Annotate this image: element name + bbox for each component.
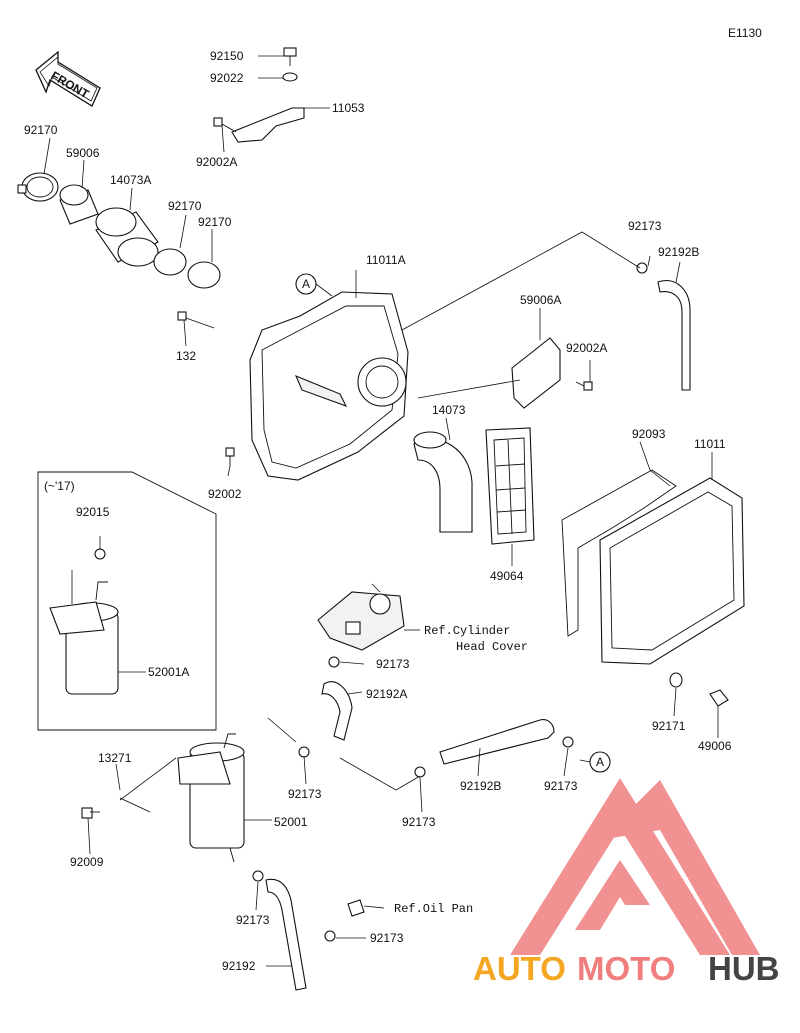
label-11053: 11053: [332, 101, 365, 115]
housing-cover-11011: [599, 477, 745, 665]
bolt-132: [177, 311, 215, 329]
washer-92022: [282, 72, 298, 82]
sleeve-59006: [59, 184, 99, 225]
label-92170-b: 92170: [168, 199, 202, 213]
label-92192B-top: 92192B: [658, 245, 699, 259]
label-59006: 59006: [66, 146, 100, 160]
clamp-92173-br: [324, 930, 336, 942]
bolt-92002A-right: [575, 381, 593, 391]
duct-14073A: [95, 207, 159, 267]
cylinder-head-cover-ref: [317, 591, 405, 651]
inset-box: [37, 471, 217, 731]
hose-92192B-low: [439, 719, 555, 765]
label-92002A-right: 92002A: [566, 341, 607, 355]
label-92173-r: 92173: [544, 779, 578, 793]
housing-11011A: [249, 291, 409, 481]
ref-cylinder-line2: Head Cover: [456, 640, 528, 654]
label-59006A: 59006A: [520, 293, 561, 307]
nut-92015: [94, 548, 106, 560]
watermark-logo: [510, 778, 760, 955]
canister-52001A: [49, 581, 119, 695]
filter-49064: [485, 427, 535, 545]
hose-92192: [265, 878, 307, 991]
label-92171: 92171: [652, 719, 686, 733]
label-92192: 92192: [222, 959, 256, 973]
label-11011: 11011: [694, 437, 726, 451]
bolt-92009: [81, 807, 100, 819]
hose-92192A: [321, 681, 353, 741]
label-132: 132: [176, 349, 196, 363]
label-92173-bl: 92173: [236, 913, 270, 927]
label-92022: 92022: [210, 71, 244, 85]
canister-52001: [177, 733, 245, 863]
watermark-text-hub: HUB: [708, 950, 780, 987]
label-92015: 92015: [76, 505, 110, 519]
clamp-92173-mid: [328, 656, 340, 668]
label-52001A: 52001A: [148, 665, 189, 679]
bolt-92002A-top: [213, 117, 237, 133]
clamp-92171: [669, 672, 683, 688]
label-92002A-top: 92002A: [196, 155, 237, 169]
clamp-92173-bl: [252, 870, 264, 882]
ref-oil-pan: Ref.Oil Pan: [394, 902, 473, 916]
clamp-92173-r: [562, 736, 574, 748]
label-92173-top: 92173: [628, 219, 662, 233]
cap-49006: [709, 689, 729, 707]
label-14073A: 14073A: [110, 173, 151, 187]
bolt-92002: [225, 447, 235, 466]
label-92093: 92093: [632, 427, 666, 441]
clamp-92170-c: [187, 261, 221, 289]
inset-model-note: (~'17): [44, 479, 75, 493]
diagram-code: E1130: [728, 26, 762, 40]
callout-a-bottom-label: A: [596, 755, 604, 769]
elbow-14073: [413, 431, 473, 533]
label-49064: 49064: [490, 569, 524, 583]
ref-cylinder-line1: Ref.Cylinder: [424, 624, 510, 638]
clamp-92173-l: [298, 746, 310, 758]
bolt-92150: [283, 47, 297, 66]
front-arrow-icon: [35, 50, 101, 107]
bracket-13271: [119, 797, 151, 813]
label-92009: 92009: [70, 855, 104, 869]
label-92173-mid: 92173: [376, 657, 410, 671]
label-13271: 13271: [98, 751, 132, 765]
label-92173-l: 92173: [288, 787, 322, 801]
label-92173-br: 92173: [370, 931, 404, 945]
label-92192B-low: 92192B: [460, 779, 501, 793]
clamp-92170-b: [153, 248, 187, 276]
bracket-11053: [231, 107, 305, 143]
watermark-text-moto: MOTO: [577, 950, 675, 987]
oil-pan-fitting: [347, 899, 365, 917]
label-92173-c: 92173: [402, 815, 436, 829]
leader-lines: [43, 55, 719, 967]
label-52001: 52001: [274, 815, 308, 829]
gasket-92093: [561, 469, 677, 637]
hose-92192B-top: [657, 280, 691, 391]
label-49006: 49006: [698, 739, 732, 753]
label-92002: 92002: [208, 487, 242, 501]
label-14073: 14073: [432, 403, 466, 417]
clamp-92173-c: [414, 766, 426, 778]
label-92170-c: 92170: [198, 215, 232, 229]
label-92150: 92150: [210, 49, 244, 63]
label-11011A: 11011A: [366, 253, 406, 267]
watermark-text-auto: AUTO: [473, 950, 566, 987]
clamp-92173-top: [636, 262, 648, 274]
callout-a-top-label: A: [302, 277, 310, 291]
cover-59006A: [511, 337, 561, 409]
label-92170-a: 92170: [24, 123, 58, 137]
label-92192A: 92192A: [366, 687, 407, 701]
